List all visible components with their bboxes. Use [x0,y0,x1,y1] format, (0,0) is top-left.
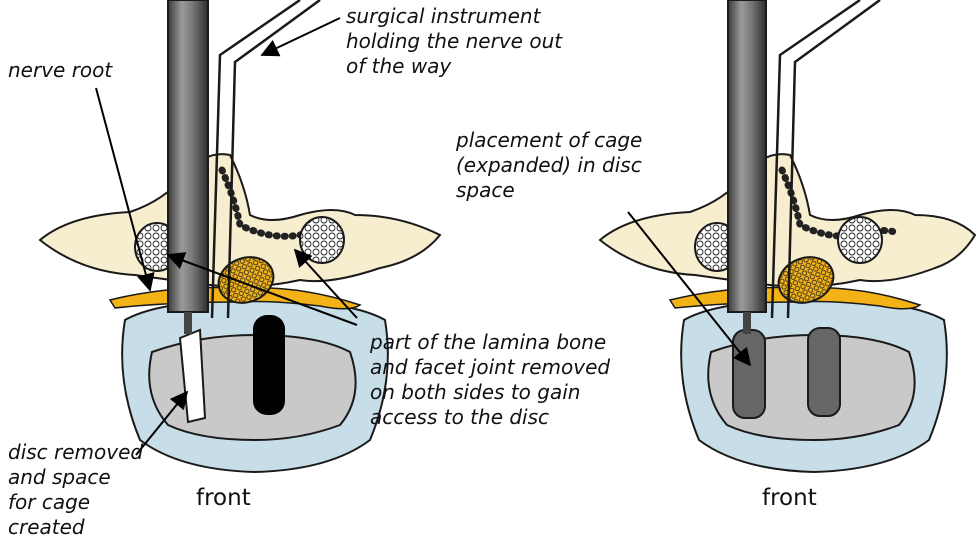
disc-removed-label: disc removed and space for cage created [8,440,143,540]
front-label-left: front [196,485,251,511]
inserter-shaft [168,0,208,312]
inserter-tip [184,312,192,334]
cage-expanded-left [733,330,765,418]
cage-placement-label: placement of cage (expanded) in disc spa… [456,128,642,203]
right-pedicle-2 [838,217,882,263]
surgical-instrument-label: surgical instrument holding the nerve ou… [346,4,562,79]
inserter-tip-2 [743,312,751,334]
inserter-shaft-2 [728,0,766,312]
leader-instrument [262,18,340,55]
nerve-root-label: nerve root [8,58,112,83]
front-label-right: front [762,485,817,511]
disc-nucleus [149,335,355,440]
lamina-removed-label: part of the lamina bone and facet joint … [370,330,610,430]
cage-black [253,315,285,415]
right-vertebra [600,0,975,472]
cage-expanded-right [808,328,840,416]
right-pedicle [300,217,344,263]
